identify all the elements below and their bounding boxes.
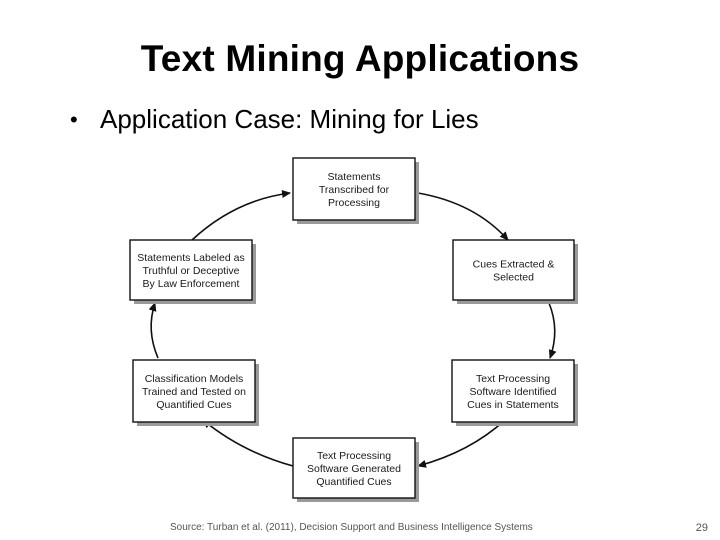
node-label-line: Selected: [493, 272, 534, 284]
node-label-line: Text Processing: [476, 373, 550, 385]
node-label-line: Classification Models: [145, 373, 244, 385]
slide-title: Text Mining Applications: [140, 38, 580, 79]
node-label-line: Processing: [328, 197, 380, 209]
source-citation: Source: Turban et al. (2011), Decision S…: [170, 522, 533, 533]
page-number: 29: [695, 522, 708, 534]
node-label-line: Software Generated: [307, 463, 401, 475]
node-cues-extracted: Cues Extracted &Selected: [452, 239, 578, 304]
node-label-line: Quantified Cues: [316, 476, 391, 488]
bullet-item: • Application Case: Mining for Lies: [70, 104, 479, 135]
node-box: [452, 239, 575, 301]
node-label-line: Trained and Tested on: [142, 386, 246, 398]
node-box: [292, 437, 416, 499]
node-box: [132, 359, 256, 423]
arrow-classification-to-labeled: [148, 302, 159, 359]
bullet-text: Application Case: Mining for Lies: [100, 104, 479, 134]
node-label-line: By Law Enforcement: [143, 278, 240, 290]
node-label-line: Software Identified: [470, 386, 557, 398]
node-box: [129, 239, 253, 301]
node-box: [292, 157, 416, 221]
node-label-line: Transcribed for: [319, 184, 390, 196]
node-label-line: Text Processing: [317, 450, 391, 462]
node-label-line: Statements: [327, 171, 380, 183]
node-box: [451, 359, 575, 423]
arrow-cues-to-identified: [548, 302, 557, 359]
arrow-identified-to-generated: [417, 419, 506, 468]
node-label-line: Cues Extracted &: [473, 259, 555, 271]
node-label-line: Quantified Cues: [156, 399, 231, 411]
node-label-line: Statements Labeled as: [137, 252, 244, 264]
arrow-transcribed-to-cues: [417, 192, 509, 241]
node-label-line: Cues in Statements: [467, 399, 559, 411]
bullet-icon: •: [70, 106, 78, 132]
arrow-generated-to-classification: [202, 419, 294, 467]
node-label-line: Truthful or Deceptive: [142, 265, 239, 277]
arrow-labeled-to-transcribed: [191, 190, 291, 241]
